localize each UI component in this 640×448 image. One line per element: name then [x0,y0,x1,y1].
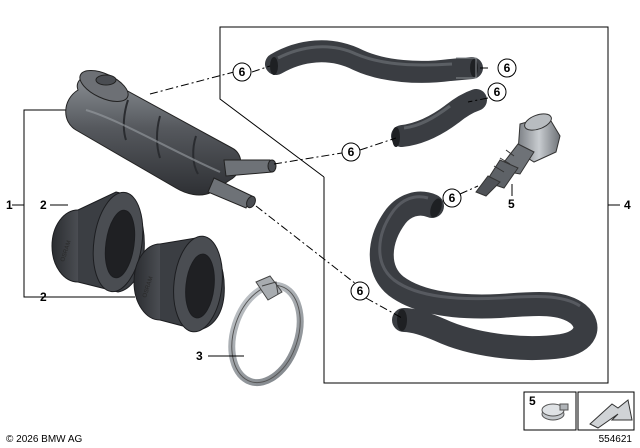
clip-icon [541,403,569,421]
svg-text:6: 6 [494,85,501,99]
assembly-bracket [12,109,135,298]
callout-4: 4 [624,198,631,212]
callout-6-b: 6 [497,58,517,78]
svg-text:6: 6 [239,65,246,79]
svg-text:6: 6 [357,284,364,298]
solid-leaders [208,67,513,357]
callout-6-a: 6 [232,62,252,82]
callout-6-f: 6 [350,281,370,301]
callout-6-e: 6 [442,188,462,208]
callout-2-lower: 2 [40,290,47,304]
hose-group-frame [219,26,620,384]
legend-item-number: 5 [529,394,536,408]
check-valve [475,113,561,197]
callout-1: 1 [6,198,13,212]
rubber-ring-lower: OSRAM [133,235,225,333]
arrow-plate-icon [589,399,633,429]
copyright-text: © 2026 BMW AG [6,434,83,445]
washer-pump [65,70,277,209]
upper-hose [265,40,483,83]
dashed-leaders [149,65,489,319]
clamp-band [228,275,304,387]
diagram-number: 554621 [599,434,633,445]
callout-6-c: 6 [487,82,507,102]
callout-6-d: 6 [341,142,361,162]
callout-2-upper: 2 [40,198,47,212]
svg-text:6: 6 [449,191,456,205]
long-hose [369,191,598,360]
rubber-ring-upper: OSRAM [51,191,145,293]
short-hose [391,89,487,147]
legend-box: 5 [523,391,635,431]
callout-5: 5 [508,197,515,211]
svg-text:6: 6 [348,145,355,159]
callout-3: 3 [196,349,203,363]
svg-text:6: 6 [504,61,511,75]
